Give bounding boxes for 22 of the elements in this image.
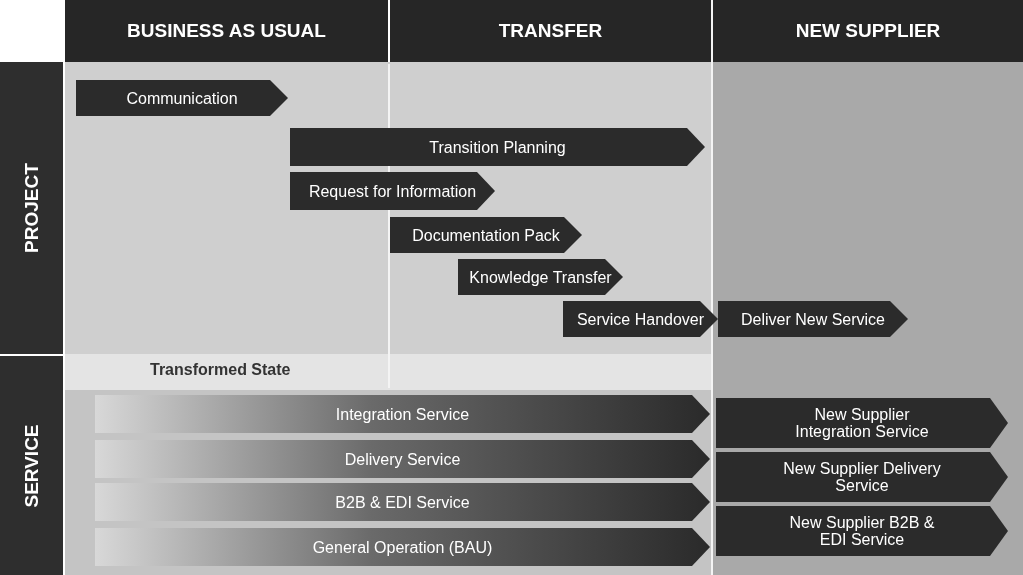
phase-banner: Deliver New Service	[718, 301, 908, 337]
column-header: BUSINESS AS USUAL	[65, 0, 388, 62]
row-header-band	[0, 62, 63, 354]
phase-banner: Communication	[76, 80, 288, 116]
phase-banner: Knowledge Transfer	[458, 259, 623, 295]
phase-banner: New Supplier Delivery Service	[716, 452, 1008, 502]
section-label: Transformed State	[150, 361, 291, 379]
row-header-band	[0, 356, 63, 575]
phase-banner: B2B & EDI Service	[95, 483, 710, 521]
phase-banner: Transition Planning	[290, 128, 705, 166]
row-header: PROJECT	[20, 163, 43, 253]
phase-banner: Integration Service	[95, 395, 710, 433]
phase-banner: Documentation Pack	[390, 217, 582, 253]
phase-banner: Delivery Service	[95, 440, 710, 478]
phase-banner: General Operation (BAU)	[95, 528, 710, 566]
phase-banner: Service Handover	[563, 301, 718, 337]
phase-banner: New Supplier B2B & EDI Service	[716, 506, 1008, 556]
column-header: TRANSFER	[390, 0, 711, 62]
column-header: NEW SUPPLIER	[713, 0, 1023, 62]
phase-banner: New Supplier Integration Service	[716, 398, 1008, 448]
row-header: SERVICE	[20, 423, 43, 508]
phase-banner: Request for Information	[290, 172, 495, 210]
